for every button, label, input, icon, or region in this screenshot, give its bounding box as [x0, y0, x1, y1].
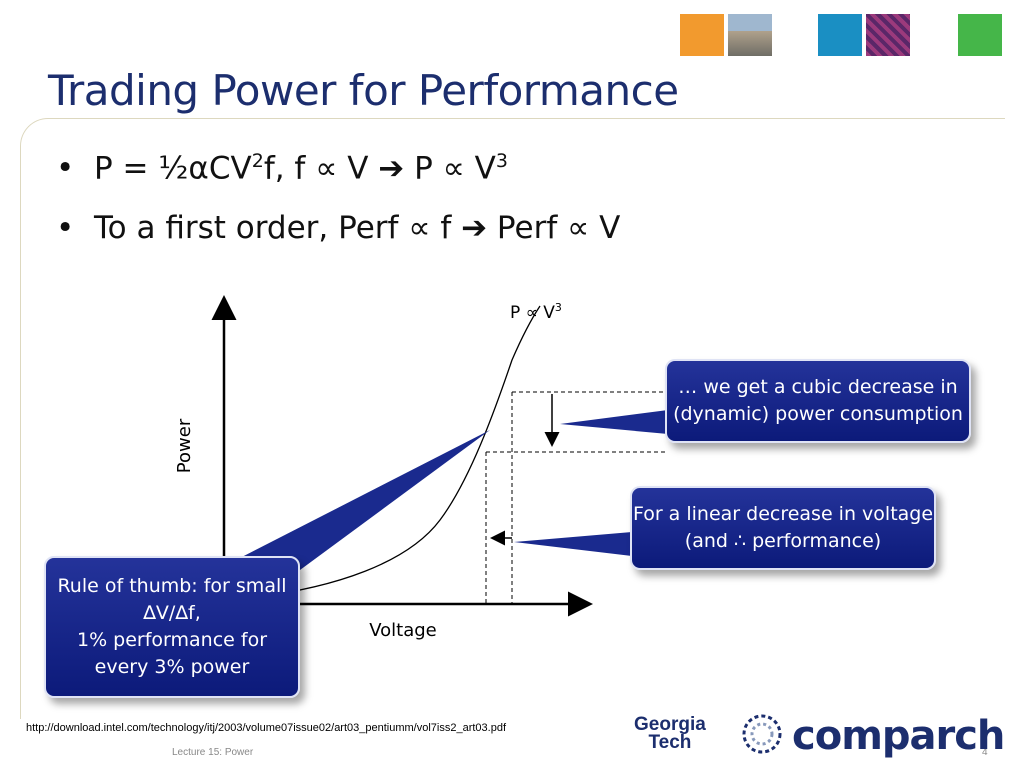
- callout-cubic-pointer: [560, 410, 668, 434]
- georgia-tech-logo: Georgia Tech: [634, 714, 706, 753]
- bullet-list: P = ½αCV2f, f ∝ V ➔ P ∝ V3 To a first or…: [56, 150, 620, 270]
- comparch-mark-icon: [742, 714, 782, 754]
- y-axis-label: Power: [174, 418, 195, 473]
- callout-cubic-decrease: … we get a cubic decrease in (dynamic) p…: [665, 359, 971, 443]
- page-number: 4: [982, 747, 988, 758]
- campus-photo-tile: [728, 14, 772, 56]
- orange-tile: [680, 14, 724, 56]
- green-tile: [958, 14, 1002, 56]
- content-frame: [20, 118, 1005, 719]
- callout-linear-pointer: [514, 532, 632, 556]
- bullet-power-formula: P = ½αCV2f, f ∝ V ➔ P ∝ V3: [56, 150, 620, 210]
- slide-title: Trading Power for Performance: [48, 66, 679, 115]
- circuit-photo-tile: [866, 14, 910, 56]
- x-axis-label: Voltage: [369, 620, 437, 641]
- source-url: http://download.intel.com/technology/itj…: [26, 722, 507, 734]
- power-curve: [229, 305, 541, 601]
- bullet-performance: To a first order, Perf ∝ f ➔ Perf ∝ V: [56, 210, 620, 270]
- callout-rule-of-thumb: Rule of thumb: for small ∆V/∆f, 1% perfo…: [44, 556, 300, 698]
- lecture-label: Lecture 15: Power: [172, 747, 254, 758]
- comparch-logo: comparch: [792, 713, 1005, 759]
- curve-label: P ∝ V3: [510, 301, 562, 323]
- callout-thumb-pointer: [236, 430, 490, 570]
- callout-linear-decrease: For a linear decrease in voltage (and ∴ …: [630, 486, 936, 570]
- blue-tile: [818, 14, 862, 56]
